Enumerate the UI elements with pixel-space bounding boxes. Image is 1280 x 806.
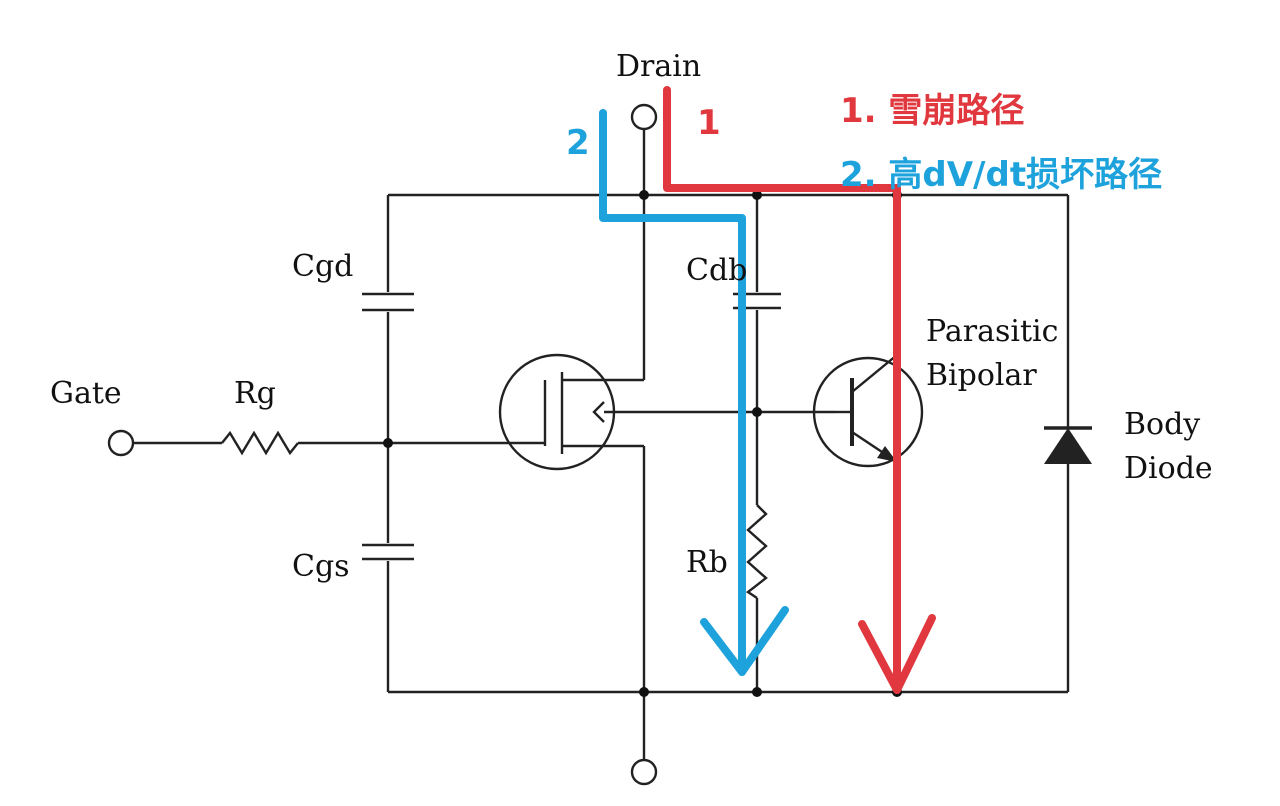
bipolar-label: Bipolar [926, 358, 1037, 393]
gate-terminal [107, 429, 135, 457]
body-label: Body [1124, 407, 1200, 442]
rg-label: Rg [234, 376, 276, 411]
diode-label: Diode [1124, 451, 1213, 486]
rg-resistor [221, 430, 299, 456]
node-body [752, 407, 762, 417]
dvdt-arrowhead-icon [700, 606, 789, 676]
avalanche-path-line [663, 86, 901, 694]
dvdt-path-number: 2 [566, 123, 590, 163]
avalanche-arrowhead-icon [858, 614, 936, 694]
rb-label: Rb [686, 545, 728, 580]
mosfet-symbol [498, 353, 616, 471]
source-terminal [630, 758, 658, 786]
parasitic-label: Parasitic [926, 314, 1058, 349]
cgd-capacitor [362, 292, 414, 312]
node-gate [383, 438, 393, 448]
dvdt-path [599, 109, 789, 676]
circuit-wires [133, 130, 1070, 760]
node-cdb-top [752, 190, 762, 200]
dvdt-path-line [599, 109, 746, 676]
body-diode-symbol [1044, 426, 1092, 464]
cgs-label: Cgs [292, 549, 350, 584]
legend-dvdt: 2. 高dV/dt损坏路径 [840, 155, 1162, 195]
cgd-label: Cgd [292, 249, 353, 284]
node-source [639, 687, 649, 697]
drain-label: Drain [616, 49, 701, 84]
drain-terminal [630, 103, 658, 131]
cdb-label: Cdb [686, 253, 747, 288]
rb-resistor [745, 504, 768, 599]
legend-avalanche: 1. 雪崩路径 [840, 91, 1024, 131]
gate-label: Gate [50, 376, 122, 411]
emitter-arrow-icon [877, 446, 897, 462]
avalanche-path [663, 86, 936, 694]
node-drain [639, 190, 649, 200]
node-rb-bottom [752, 687, 762, 697]
cgs-capacitor [362, 543, 414, 561]
avalanche-path-number: 1 [697, 103, 721, 143]
parasitic-bipolar-symbol [812, 354, 924, 468]
